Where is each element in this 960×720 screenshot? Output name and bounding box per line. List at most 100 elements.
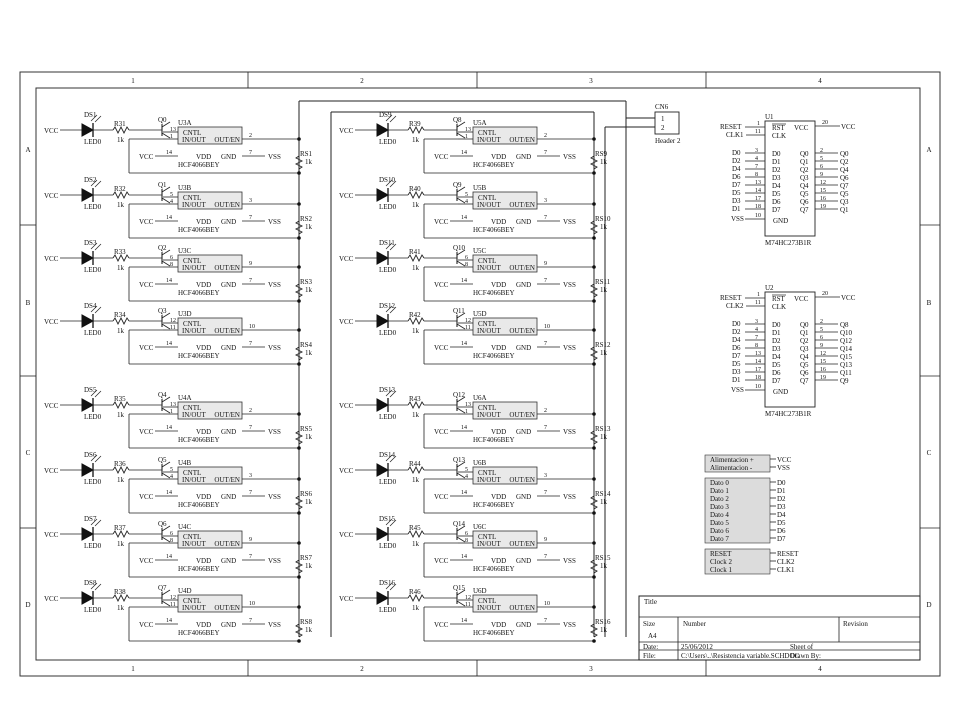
zone-label-row: D	[926, 601, 931, 609]
bus-wiring	[298, 100, 655, 637]
vss-net-label: VSS	[563, 344, 576, 352]
rst-label: RST	[772, 124, 786, 132]
latch-body	[764, 291, 816, 408]
transistor-emitter	[456, 197, 466, 204]
gnd-label: GND	[516, 344, 531, 352]
outer-border	[19, 71, 941, 677]
switch-ref: U5C	[473, 247, 487, 255]
legend-label: Dato 4	[710, 511, 729, 519]
switch-body	[177, 401, 243, 420]
vdd-label: VDD	[196, 218, 211, 226]
res-value: 1k	[412, 201, 420, 209]
q-net-label: Q9	[840, 377, 849, 385]
file-label: File:	[643, 652, 656, 660]
led-ray	[389, 115, 397, 123]
junction	[297, 137, 301, 141]
transistor-emitter	[161, 260, 171, 267]
switch-part-value: HCF4066BEY	[178, 352, 220, 360]
junction	[297, 412, 301, 416]
d-net-label: D3	[732, 197, 741, 205]
switch-ref: U3C	[178, 247, 192, 255]
led-ray	[94, 519, 102, 527]
legend-label: Dato 1	[710, 487, 729, 495]
pin-number: 9	[249, 261, 252, 267]
transistor-ref: Q5	[158, 456, 167, 464]
led-value: LED0	[84, 266, 102, 274]
pin-number: 6	[170, 255, 173, 261]
d-net-label: D0	[732, 149, 741, 157]
trim-ref: RS4	[300, 341, 313, 349]
zone-label-col: 1	[131, 77, 135, 85]
transistor-emitter	[161, 323, 171, 330]
res-value: 1k	[117, 264, 125, 272]
res-ref: R42	[409, 311, 421, 319]
res-ref: R46	[409, 588, 421, 596]
sheet-label: Sheet of	[790, 643, 814, 651]
d-pin-label: D6	[772, 198, 781, 206]
pin-number: 20	[822, 120, 828, 126]
transistor-emitter	[456, 472, 466, 479]
trim-resistor	[589, 346, 599, 361]
vcc-net-label: VCC	[339, 467, 354, 475]
inout-label: IN/OUT	[477, 136, 501, 144]
led-value: LED0	[379, 606, 397, 614]
vcc-label: VCC	[794, 124, 809, 132]
pin-number: 7	[755, 164, 758, 170]
zone-label-row: B	[927, 299, 932, 307]
rst-label: RST	[772, 295, 786, 303]
junction	[297, 639, 301, 643]
junction	[592, 511, 596, 515]
led-ray	[94, 180, 102, 188]
switch-ref: U6D	[473, 587, 487, 595]
junction	[592, 236, 596, 240]
legend-label: RESET	[710, 550, 732, 558]
legend-net: D2	[777, 495, 786, 503]
pin-number: 7	[249, 554, 252, 560]
vcc-net-label: VCC	[139, 344, 154, 352]
d-net-label: D2	[732, 157, 741, 165]
cntl-label: CNTL	[183, 129, 201, 137]
vdd-label: VDD	[196, 281, 211, 289]
d-pin-label: D4	[772, 182, 781, 190]
switch-body	[472, 126, 538, 145]
pin-number: 14	[461, 150, 467, 156]
trim-ref: RS12	[595, 341, 611, 349]
transistor-ref: Q6	[158, 520, 167, 528]
inout-label: IN/OUT	[182, 327, 206, 335]
legend-box	[704, 454, 771, 473]
trim-resistor	[294, 346, 304, 361]
led-diode	[376, 463, 390, 477]
outen-label: OUT/EN	[509, 411, 535, 419]
connector-value: Header 2	[655, 137, 681, 145]
pin-number: 9	[820, 343, 823, 349]
switch-body	[177, 317, 243, 336]
trim-ref: RS2	[300, 215, 313, 223]
transistor-collector	[161, 589, 171, 596]
q-net-label: Q12	[840, 337, 853, 345]
transistor-ref: Q3	[158, 307, 167, 315]
vcc-net-label: VCC	[339, 531, 354, 539]
outen-label: OUT/EN	[509, 540, 535, 548]
inner-border	[35, 87, 921, 661]
pin-number: 14	[461, 215, 467, 221]
resistor	[112, 316, 130, 326]
switch-body	[177, 254, 243, 273]
transistor-collector	[161, 249, 171, 256]
pin-number: 6	[820, 164, 823, 170]
pin-number: 8	[170, 262, 173, 268]
switch-ref: U6B	[473, 459, 487, 467]
gnd-label: GND	[516, 281, 531, 289]
pin-number: 14	[166, 490, 172, 496]
pin-number: 1	[170, 134, 173, 140]
pin-number: 7	[544, 425, 547, 431]
resistor	[407, 125, 425, 135]
gnd-label: GND	[221, 493, 236, 501]
q-pin-label: Q4	[800, 182, 809, 190]
pin-number: 2	[544, 133, 547, 139]
inout-label: IN/OUT	[477, 604, 501, 612]
vdd-label: VDD	[491, 493, 506, 501]
trim-resistor	[589, 283, 599, 298]
trim-resistor	[294, 155, 304, 170]
